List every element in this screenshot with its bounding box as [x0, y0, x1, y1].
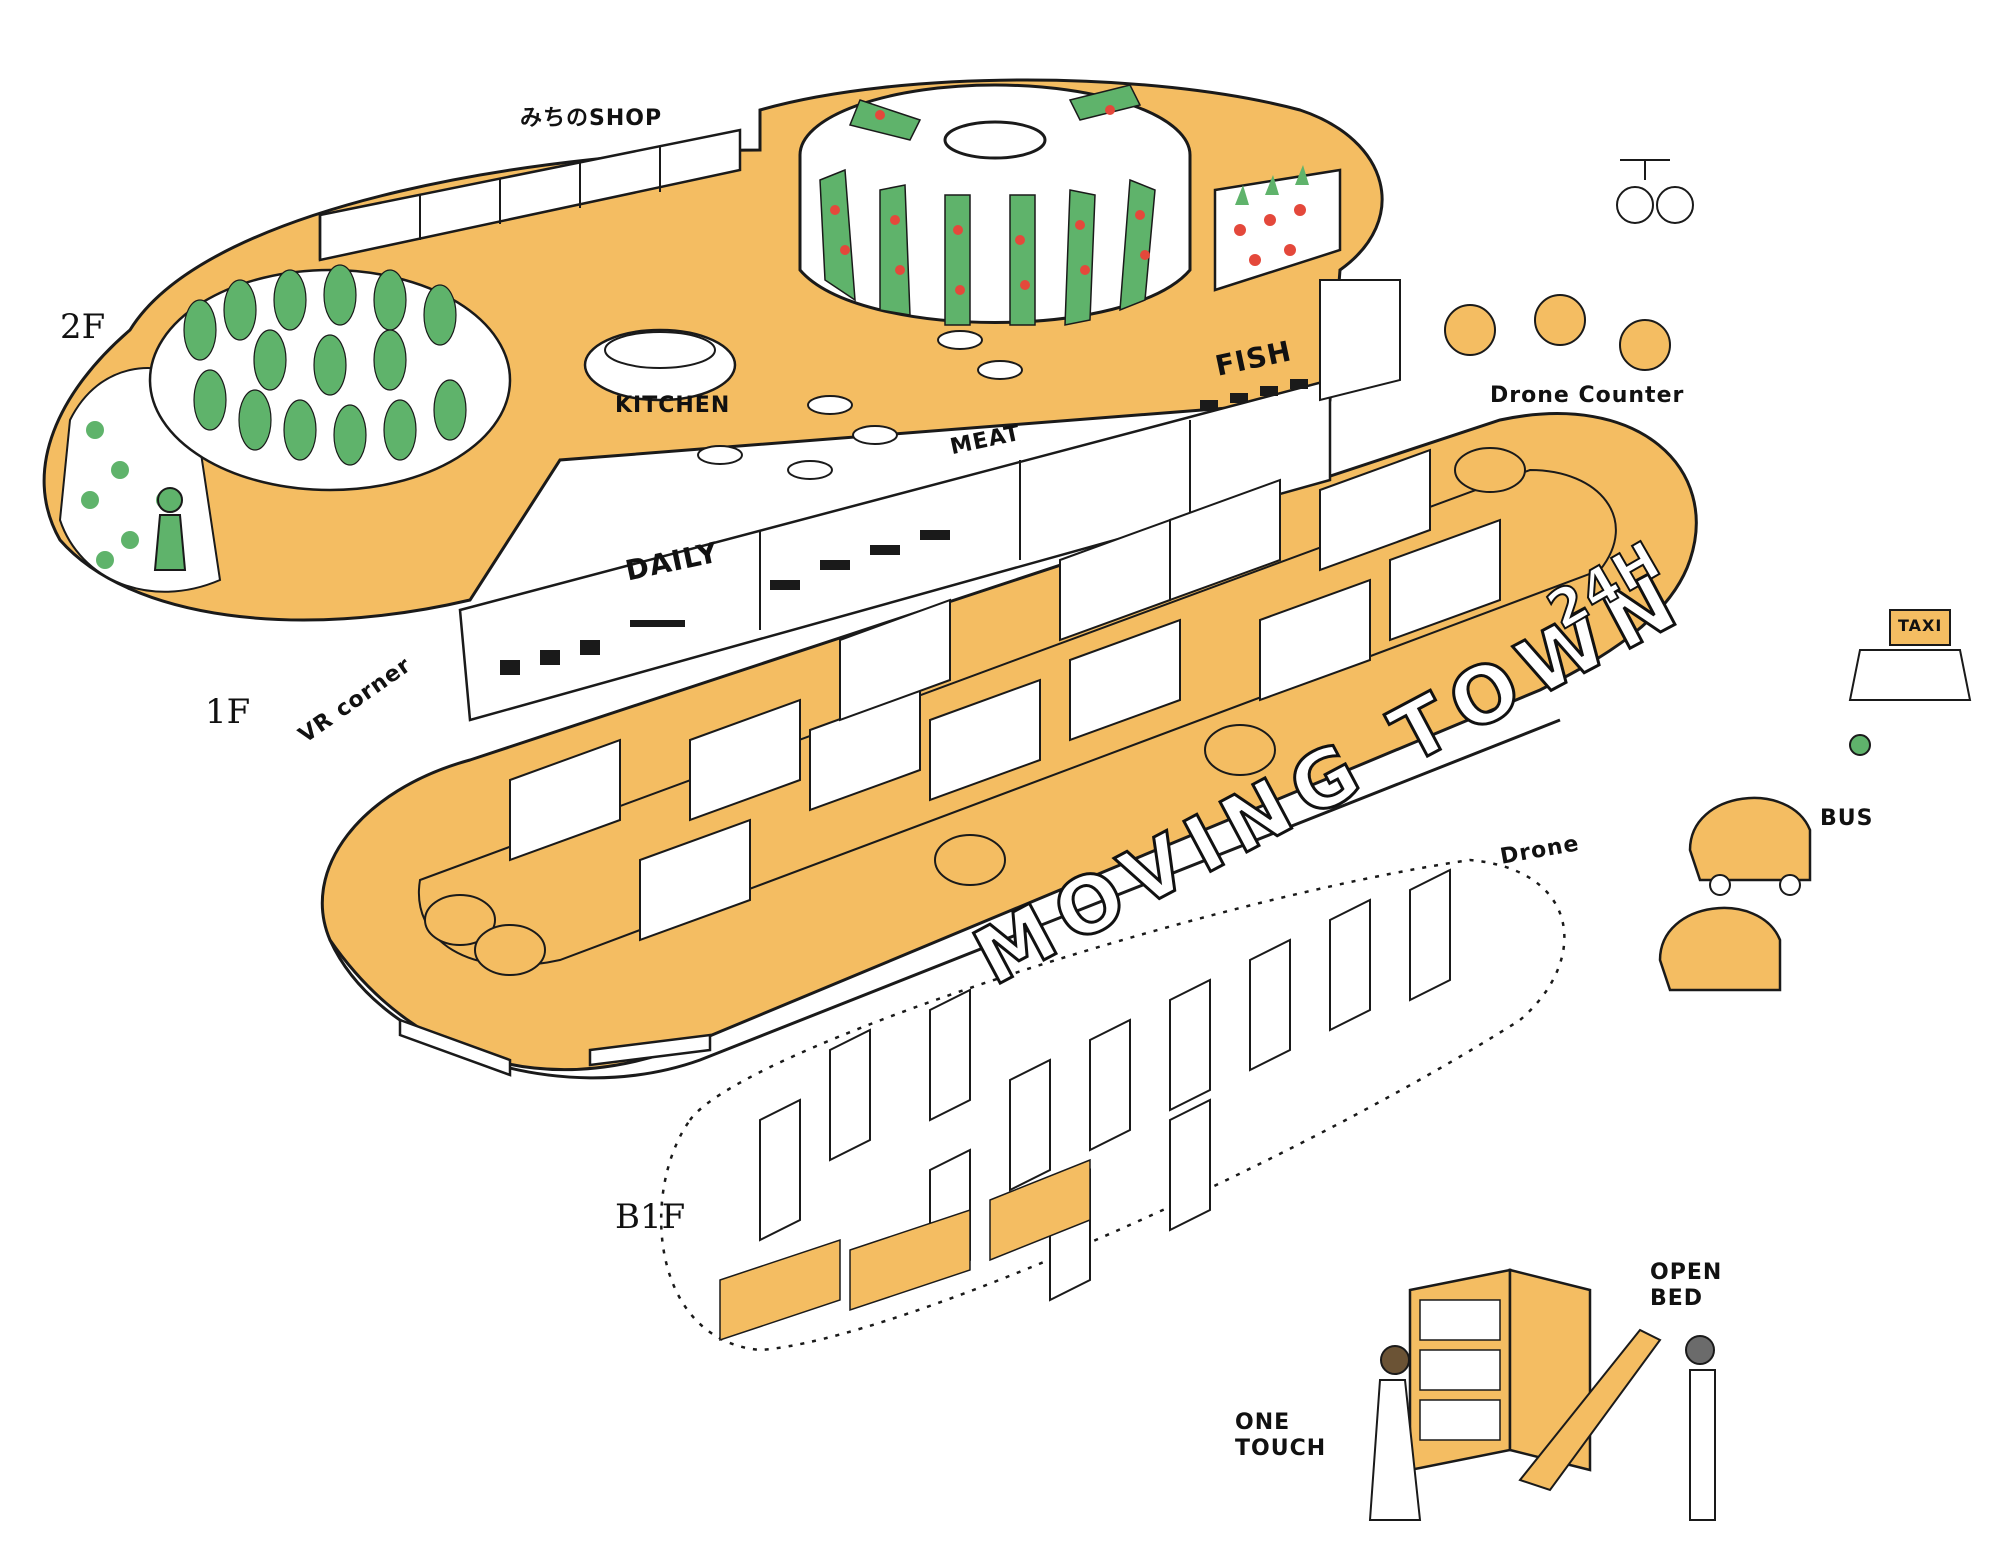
- floor-label-1f: 1F: [205, 692, 251, 732]
- bus-vehicle: [1658, 796, 1812, 992]
- vegetable-planter: [1213, 165, 1342, 292]
- bed-demo-cabinet: [1368, 1268, 1716, 1521]
- taxi-drone: [1848, 609, 1972, 756]
- shop-wall: [458, 279, 1401, 722]
- benches: [398, 1018, 712, 1077]
- mobility-pods: [424, 447, 1526, 976]
- leafy-greenhouse: [81, 264, 512, 571]
- kitchen-label: KITCHEN: [615, 393, 731, 418]
- tomato-carousel: [798, 83, 1192, 326]
- open-bed-label: OPEN BED: [1650, 1260, 1723, 1312]
- gardener-figure: [153, 487, 187, 571]
- farm-shop-label: みちのSHOP: [520, 106, 663, 131]
- drone-icons: [1444, 159, 1694, 371]
- kitchen-island: [583, 328, 737, 402]
- drone-counter-label: Drone Counter: [1490, 383, 1685, 408]
- cafe-tables: [697, 330, 1023, 480]
- floor-b1f-area: [659, 858, 1566, 1352]
- floor-label-b1f: B1F: [615, 1197, 686, 1237]
- one-touch-label: ONE TOUCH: [1235, 1410, 1327, 1462]
- taxi-sign-label: TAXI: [1898, 616, 1943, 635]
- farm-shop-stall: [318, 128, 742, 262]
- bus-label: BUS: [1820, 806, 1874, 831]
- floor-label-2f: 2F: [60, 307, 106, 347]
- moving-shelves: [509, 448, 1501, 942]
